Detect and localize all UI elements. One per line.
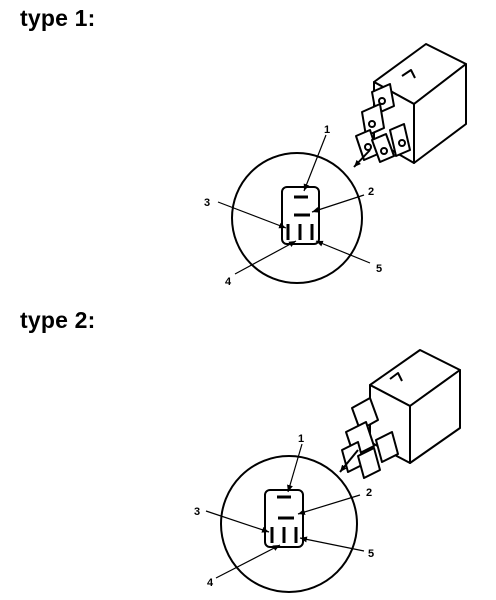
type-2-callout-1: 1 [298,433,304,445]
type-2-callout-2: 2 [366,487,372,499]
type-2-connector-face [264,489,304,548]
type-1-heading: type 1: [20,5,96,31]
type-1-callout-4: 4 [225,276,232,288]
type-2-arrow-5 [299,536,365,552]
type-1-arrow-3 [217,201,287,229]
type-2-arrow-1 [287,443,303,493]
type-1-callout-3: 3 [204,197,210,209]
type-2-arrow-4 [215,544,281,579]
type-2-leader-arrow [339,449,359,473]
type-2-callout-5: 5 [368,548,374,560]
type-2-callout-4: 4 [207,577,214,589]
type-2-zoom-circle [220,455,358,593]
type-2-relay-terminals [341,397,399,479]
type-2-arrow-3 [205,510,270,533]
type-1-callout-5: 5 [376,263,382,275]
type-1-callout-1: 1 [324,124,330,136]
type-2-heading: type 2: [20,307,96,333]
type-1-arrow-4 [234,240,297,275]
type-1-relay-terminals [355,83,411,163]
type-1-leader-arrow [353,149,371,168]
type-1-diagram: 1 2 3 4 5 [204,43,467,288]
type-2-relay-body [341,349,461,479]
type-2-arrow-2 [297,494,361,515]
type-2-diagram: 1 2 3 4 5 [194,349,461,593]
type-1-connector-face [281,186,320,245]
type-1-relay-body [355,43,467,164]
type-1-arrow-5 [315,240,371,264]
type-1-arrow-2 [311,194,365,213]
type-1-arrow-1 [303,134,327,192]
type-2-callout-3: 3 [194,506,200,518]
type-1-zoom-circle [231,152,363,284]
type-1-callout-2: 2 [368,186,374,198]
